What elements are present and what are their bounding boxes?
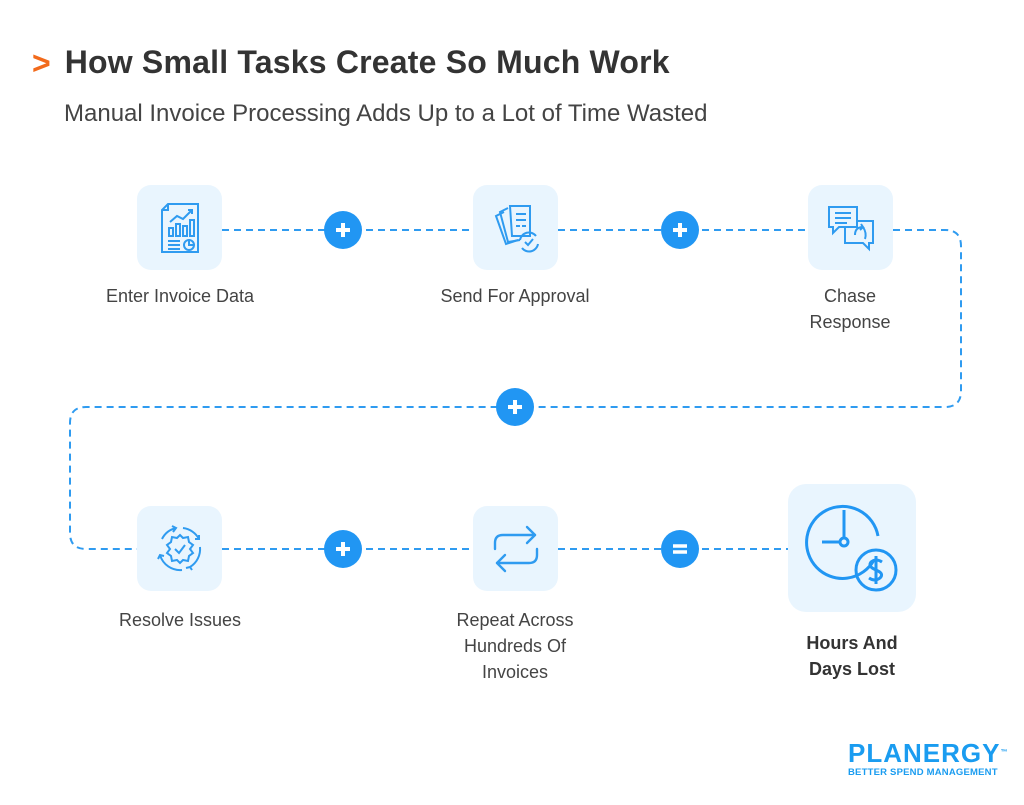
clock-dollar-icon — [805, 504, 898, 592]
step-resolve-issues — [137, 506, 222, 591]
step-label: Enter Invoice Data — [105, 286, 255, 306]
result-hours-days-lost — [788, 484, 916, 612]
step-label: Chase Response — [809, 286, 891, 332]
equals-operator-icon — [661, 530, 699, 568]
plus-operator-icon — [661, 211, 699, 249]
plus-operator-icon — [324, 530, 362, 568]
trademark: ™ — [1000, 749, 1009, 756]
brand-tagline: BETTER SPEND MANAGEMENT — [848, 767, 998, 778]
invoice-chart-icon — [160, 202, 199, 253]
plus-operator-icon — [324, 211, 362, 249]
page-title: How Small Tasks Create So Much Work — [64, 44, 670, 80]
brand-name: PLANERGY — [848, 738, 1001, 768]
chevron-right-icon: > — [32, 44, 51, 81]
step-label: Repeat Across Hundreds Of Invoices — [456, 610, 574, 682]
result-label: Hours And Days Lost — [806, 633, 898, 679]
gear-cycle-check-icon — [156, 524, 201, 571]
header: > How Small Tasks Create So Much Work — [32, 44, 670, 81]
step-send-for-approval — [473, 185, 558, 270]
planergy-logo: PLANERGY™ BETTER SPEND MANAGEMENT — [848, 740, 1008, 778]
step-chase-response — [808, 185, 893, 270]
step-repeat-across-invoices — [473, 506, 558, 591]
chat-reply-icon — [827, 205, 874, 251]
plus-operator-icon — [496, 388, 534, 426]
repeat-arrows-icon — [493, 525, 538, 572]
step-label: Resolve Issues — [118, 610, 242, 630]
step-enter-invoice-data — [137, 185, 222, 270]
page-subtitle: Manual Invoice Processing Adds Up to a L… — [64, 100, 708, 127]
documents-approval-icon — [494, 204, 539, 252]
step-label: Send For Approval — [440, 286, 590, 306]
